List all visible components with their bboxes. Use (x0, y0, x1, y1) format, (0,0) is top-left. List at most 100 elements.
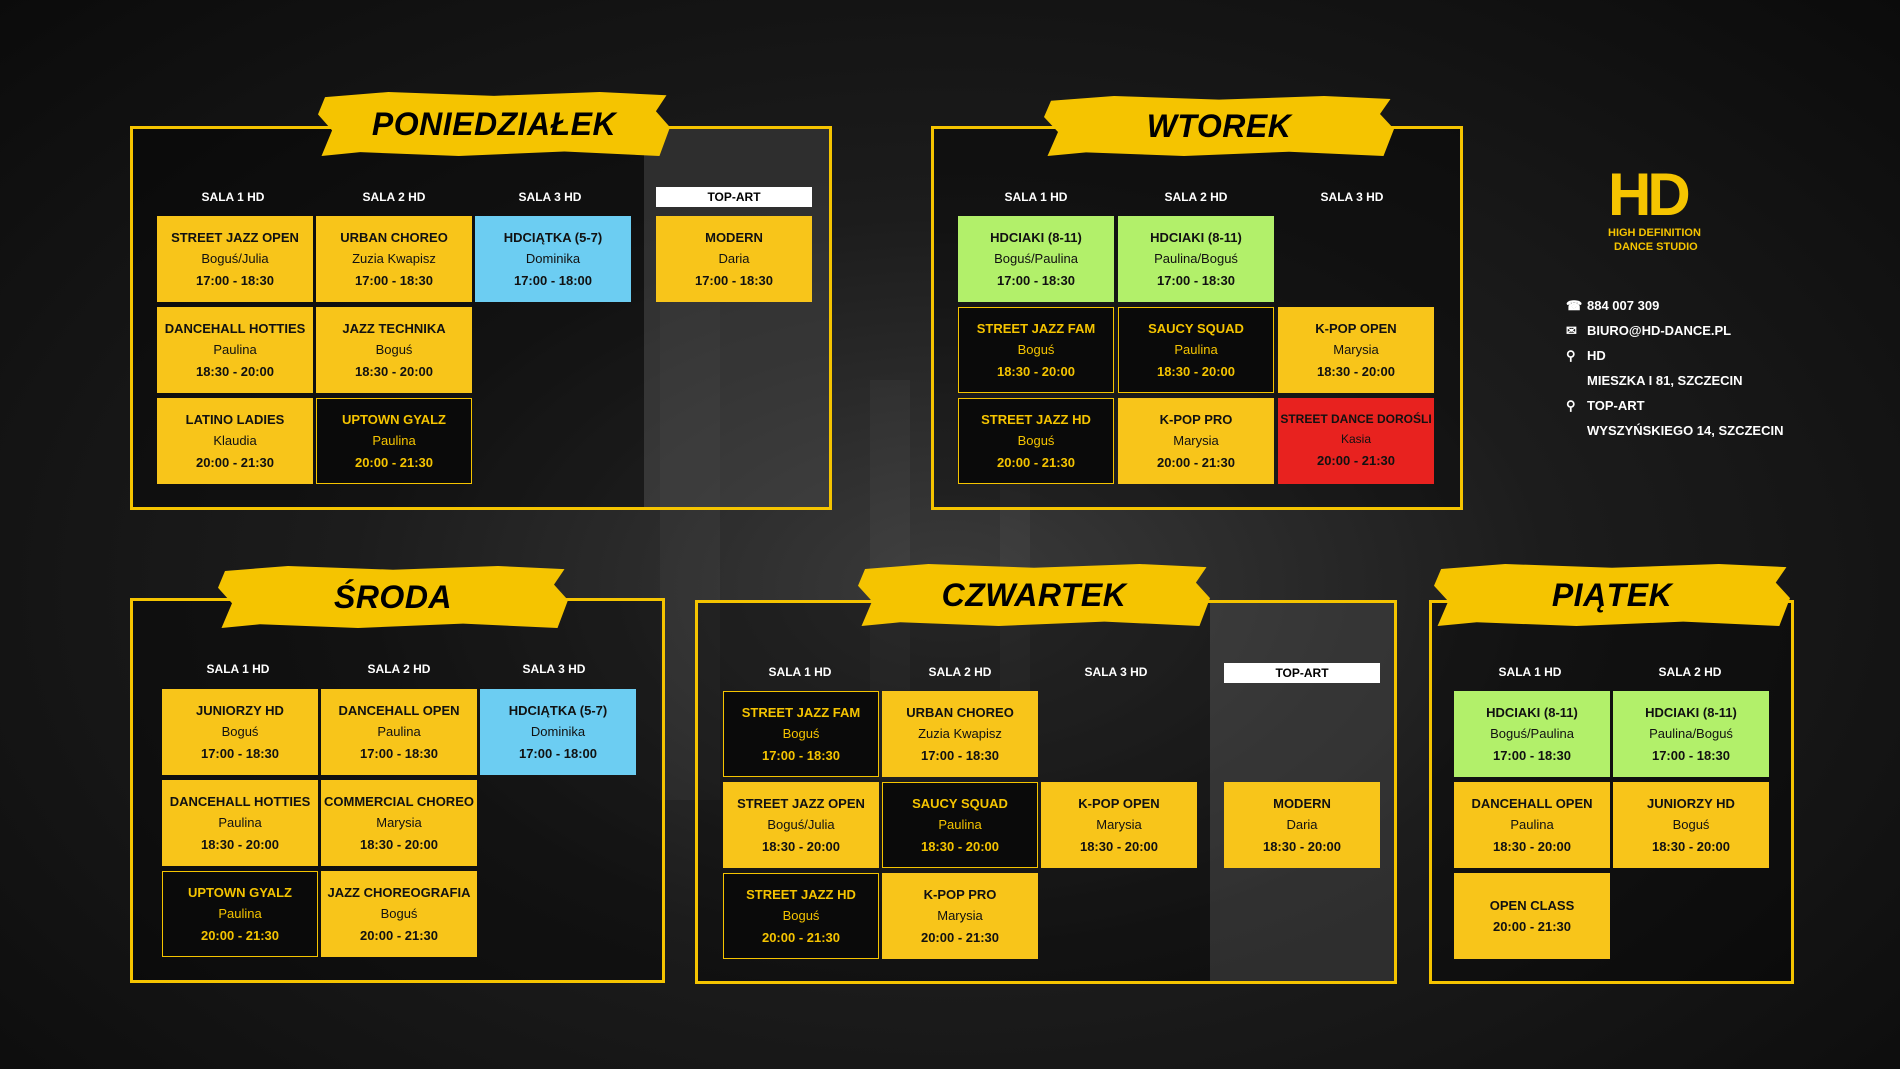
room-header: SALA 2 HD (1164, 190, 1228, 204)
class-time: 17:00 - 18:30 (761, 747, 841, 763)
class-name: COMMERCIAL CHOREO (324, 793, 474, 809)
class-teacher: Boguś (782, 726, 820, 742)
mail-icon: ✉ (1566, 323, 1577, 338)
class-teacher: Paulina (372, 433, 416, 449)
class-teacher: Dominika (525, 251, 581, 267)
class-teacher: Marysia (1096, 817, 1142, 833)
class-teacher: Boguś/Julia (767, 817, 835, 833)
email-text: BIURO@HD-DANCE.PL (1587, 323, 1732, 338)
class-time: 17:00 - 18:00 (513, 272, 593, 288)
location-name: TOP-ART (1587, 398, 1645, 413)
class-teacher: Paulina (218, 906, 262, 922)
class-name: UPTOWN GYALZ (341, 411, 446, 427)
class-name: STREET JAZZ FAM (741, 704, 861, 720)
class-time: 18:30 - 20:00 (1316, 363, 1396, 379)
class-teacher: Marysia (937, 908, 983, 924)
class-teacher: Dominika (530, 724, 586, 740)
contact-address-hd: MIESZKA I 81, SZCZECIN (1587, 373, 1743, 388)
class-time: 18:30 - 20:00 (1156, 363, 1236, 379)
class-name: DANCEHALL OPEN (338, 702, 460, 718)
day-title-monday: PONIEDZIAŁEK (318, 92, 670, 156)
class-time: 17:00 - 18:30 (359, 745, 439, 761)
day-title-tuesday: WTOREK (1044, 96, 1394, 156)
class-teacher: Zuzia Kwapisz (352, 251, 436, 267)
room-header: SALA 2 HD (1658, 665, 1722, 679)
class-time: 17:00 - 18:30 (920, 747, 1000, 763)
logo-line-2: DANCE STUDIO (1614, 241, 1698, 253)
contact-phone[interactable]: ☎884 007 309 (1566, 298, 1659, 314)
class-name: K-POP PRO (1159, 411, 1233, 427)
class-name: HDCIĄTKA (5-7) (503, 229, 603, 245)
room-header: SALA 2 HD (367, 662, 431, 676)
room-header: SALA 1 HD (1498, 665, 1562, 679)
class-time: 18:30 - 20:00 (1079, 838, 1159, 854)
room-header-top-art: TOP-ART (656, 187, 812, 207)
class-time: 17:00 - 18:30 (1156, 272, 1236, 288)
class-name: URBAN CHOREO (906, 704, 1014, 720)
class-teacher: Paulina (1510, 817, 1554, 833)
class-name: K-POP PRO (923, 886, 997, 902)
class-card[interactable]: UPTOWN GYALZ Paulina 20:00 - 21:30 (316, 398, 472, 484)
logo-line-1: HIGH DEFINITION (1608, 227, 1701, 239)
class-time: 17:00 - 18:30 (996, 272, 1076, 288)
day-title-thursday: CZWARTEK (858, 564, 1210, 626)
class-time: 20:00 - 21:30 (354, 454, 434, 470)
class-teacher: Paulina (1174, 342, 1218, 358)
class-name: HDCIĄTKA (5-7) (508, 702, 608, 718)
contact-email[interactable]: ✉ BIURO@HD-DANCE.PL (1566, 323, 1731, 339)
class-time: 20:00 - 21:30 (1492, 919, 1572, 934)
class-name: UPTOWN GYALZ (187, 884, 292, 900)
class-name: HDCIAKI (8-11) (990, 229, 1082, 245)
class-name: DANCEHALL HOTTIES (169, 793, 311, 809)
class-name: K-POP OPEN (1078, 795, 1160, 811)
class-card[interactable]: K-POP OPEN Marysia 18:30 - 20:00 (1041, 782, 1197, 868)
class-teacher: Klaudia (213, 433, 257, 449)
class-time: 18:30 - 20:00 (200, 836, 280, 852)
class-teacher: Marysia (1173, 433, 1219, 449)
class-name: LATINO LADIES (185, 411, 285, 427)
class-time: 18:30 - 20:00 (996, 363, 1076, 379)
class-teacher: Marysia (376, 815, 422, 831)
class-card[interactable]: STREET JAZZ FAM Boguś 17:00 - 18:30 (723, 691, 879, 777)
room-header: SALA 2 HD (362, 190, 426, 204)
room-header: SALA 3 HD (1084, 665, 1148, 679)
class-teacher: Paulina/Boguś (1649, 726, 1733, 742)
location-pin-icon: ⚲ (1566, 348, 1576, 363)
class-time: 18:30 - 20:00 (920, 838, 1000, 854)
class-card[interactable]: HDCIĄTKA (5-7) Dominika 17:00 - 18:00 (475, 216, 631, 302)
room-header: SALA 3 HD (522, 662, 586, 676)
class-name: STREET JAZZ HD (981, 411, 1091, 427)
